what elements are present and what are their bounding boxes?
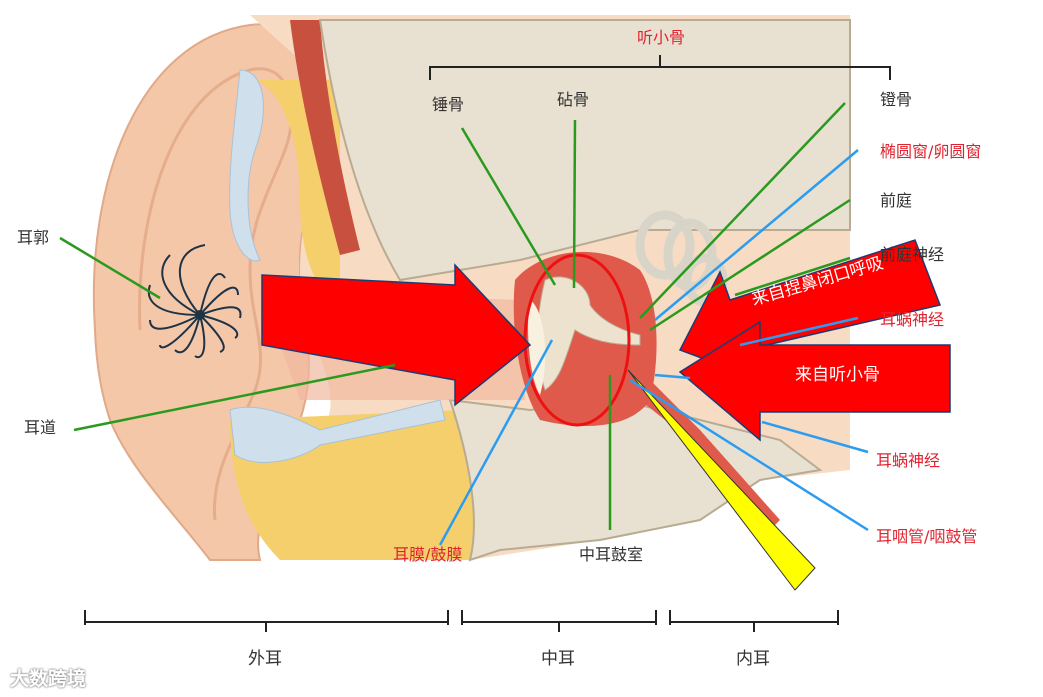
label-eustachian-tube: 耳咽管/咽鼓管 [876,527,978,546]
label-vestibular-nerve: 前庭神经 [880,245,945,264]
cartilage-upper [229,69,264,262]
label-tympanic-cavity: 中耳鼓室 [579,545,644,564]
label-oval-window: 椭圆窗/卵圆窗 [880,142,982,161]
muscle-band [290,20,360,255]
big-red-arrow-left [261,263,532,407]
section-outer-ear: 外耳 [248,649,282,669]
label-incus: 砧骨 [557,90,590,109]
big-arrow-2-label: 来自听小骨 [795,365,880,385]
label-auricle: 耳郭 [17,228,50,247]
ossicles-bracket [429,55,891,80]
middle-ear-bracket [461,610,657,632]
section-inner-ear: 内耳 [736,649,770,669]
eardrum [528,300,546,395]
label-cochlear-nerve: 耳蜗神经 [876,451,941,470]
outer-ear-bracket [84,610,449,632]
temporal-bone [318,19,851,282]
label-vestibule: 前庭 [880,191,913,210]
label-malleus: 锤骨 [432,95,465,114]
label-eardrum: 耳膜/鼓膜 [393,545,463,564]
ossicles-group-title: 听小骨 [637,28,686,47]
section-middle-ear: 中耳 [541,649,575,669]
cartilage-lower [229,399,446,463]
watermark: 大数跨境 [10,668,87,690]
blue-pointers [438,149,869,546]
auricle-spiral-icon [147,244,242,359]
label-stapes: 镫骨 [880,90,913,109]
green-pointers [59,102,851,530]
label-cochlear-nerve-partial: 耳蜗神经 [880,310,945,329]
auricle-inner-ridge [138,67,293,521]
yellow-wedge [627,369,816,591]
label-ear-canal: 耳道 [24,418,57,437]
eustachian-tube [640,380,780,530]
inner-ear-bracket [669,610,839,632]
